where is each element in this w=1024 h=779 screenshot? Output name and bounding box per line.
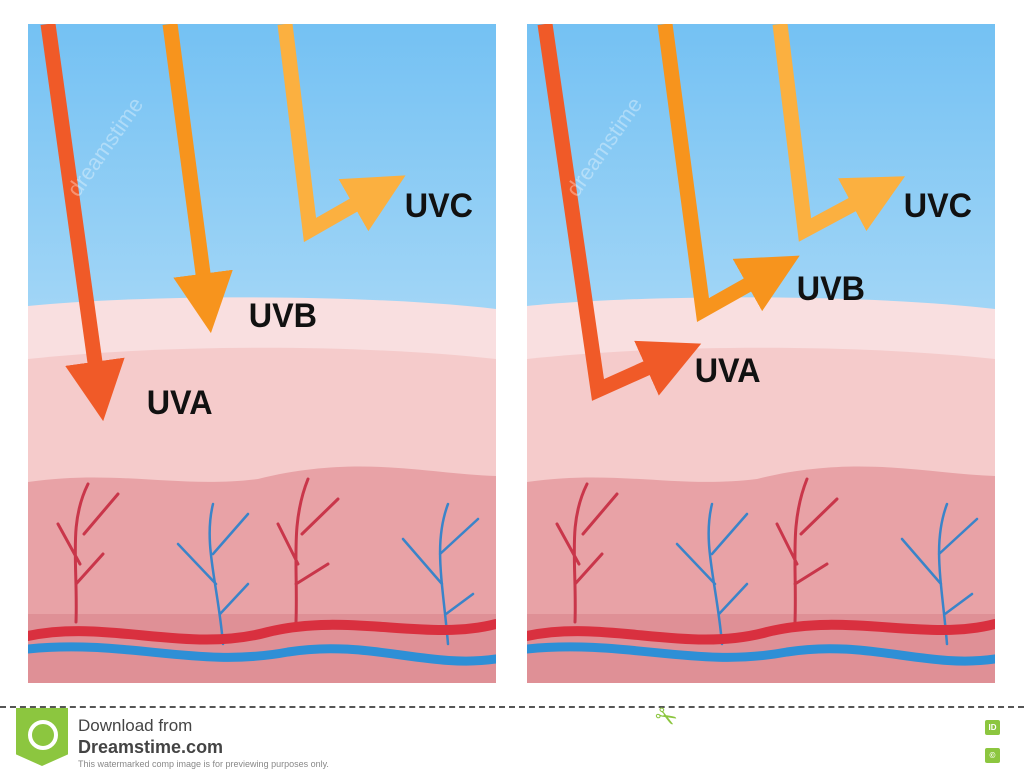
uvc-arrow bbox=[277, 23, 406, 243]
dreamstime-link[interactable]: Dreamstime.com bbox=[78, 737, 224, 757]
uva-arrow bbox=[537, 22, 702, 401]
dreamstime-logo-icon bbox=[16, 708, 68, 766]
dreamstime-footer: Download from Dreamstime.com This waterm… bbox=[0, 699, 1024, 779]
skin-diagram bbox=[28, 24, 496, 683]
uvb-label: UVB bbox=[796, 270, 866, 308]
download-from-text: Download from bbox=[78, 716, 193, 735]
uvc-label: UVC bbox=[404, 187, 474, 225]
copyright-badge[interactable]: © bbox=[985, 748, 1000, 763]
uvb-arrow bbox=[657, 23, 800, 322]
uva-label: UVA bbox=[146, 384, 213, 422]
skin-diagram bbox=[527, 24, 995, 683]
panel-reflected: UVA UVB UVC dreamstime bbox=[527, 24, 995, 683]
uvc-arrow bbox=[772, 23, 906, 242]
id-badge[interactable]: ID bbox=[985, 720, 1000, 735]
uvb-arrow bbox=[162, 23, 233, 334]
uvc-label: UVC bbox=[903, 187, 973, 225]
panel-direct: UVA UVB UVC dreamstime bbox=[28, 24, 496, 683]
watermark-notice: This watermarked comp image is for previ… bbox=[78, 759, 329, 769]
uvb-label: UVB bbox=[248, 297, 318, 335]
uva-label: UVA bbox=[694, 352, 761, 390]
scissors-icon: ✂ bbox=[649, 698, 684, 736]
uva-arrow bbox=[40, 22, 125, 422]
